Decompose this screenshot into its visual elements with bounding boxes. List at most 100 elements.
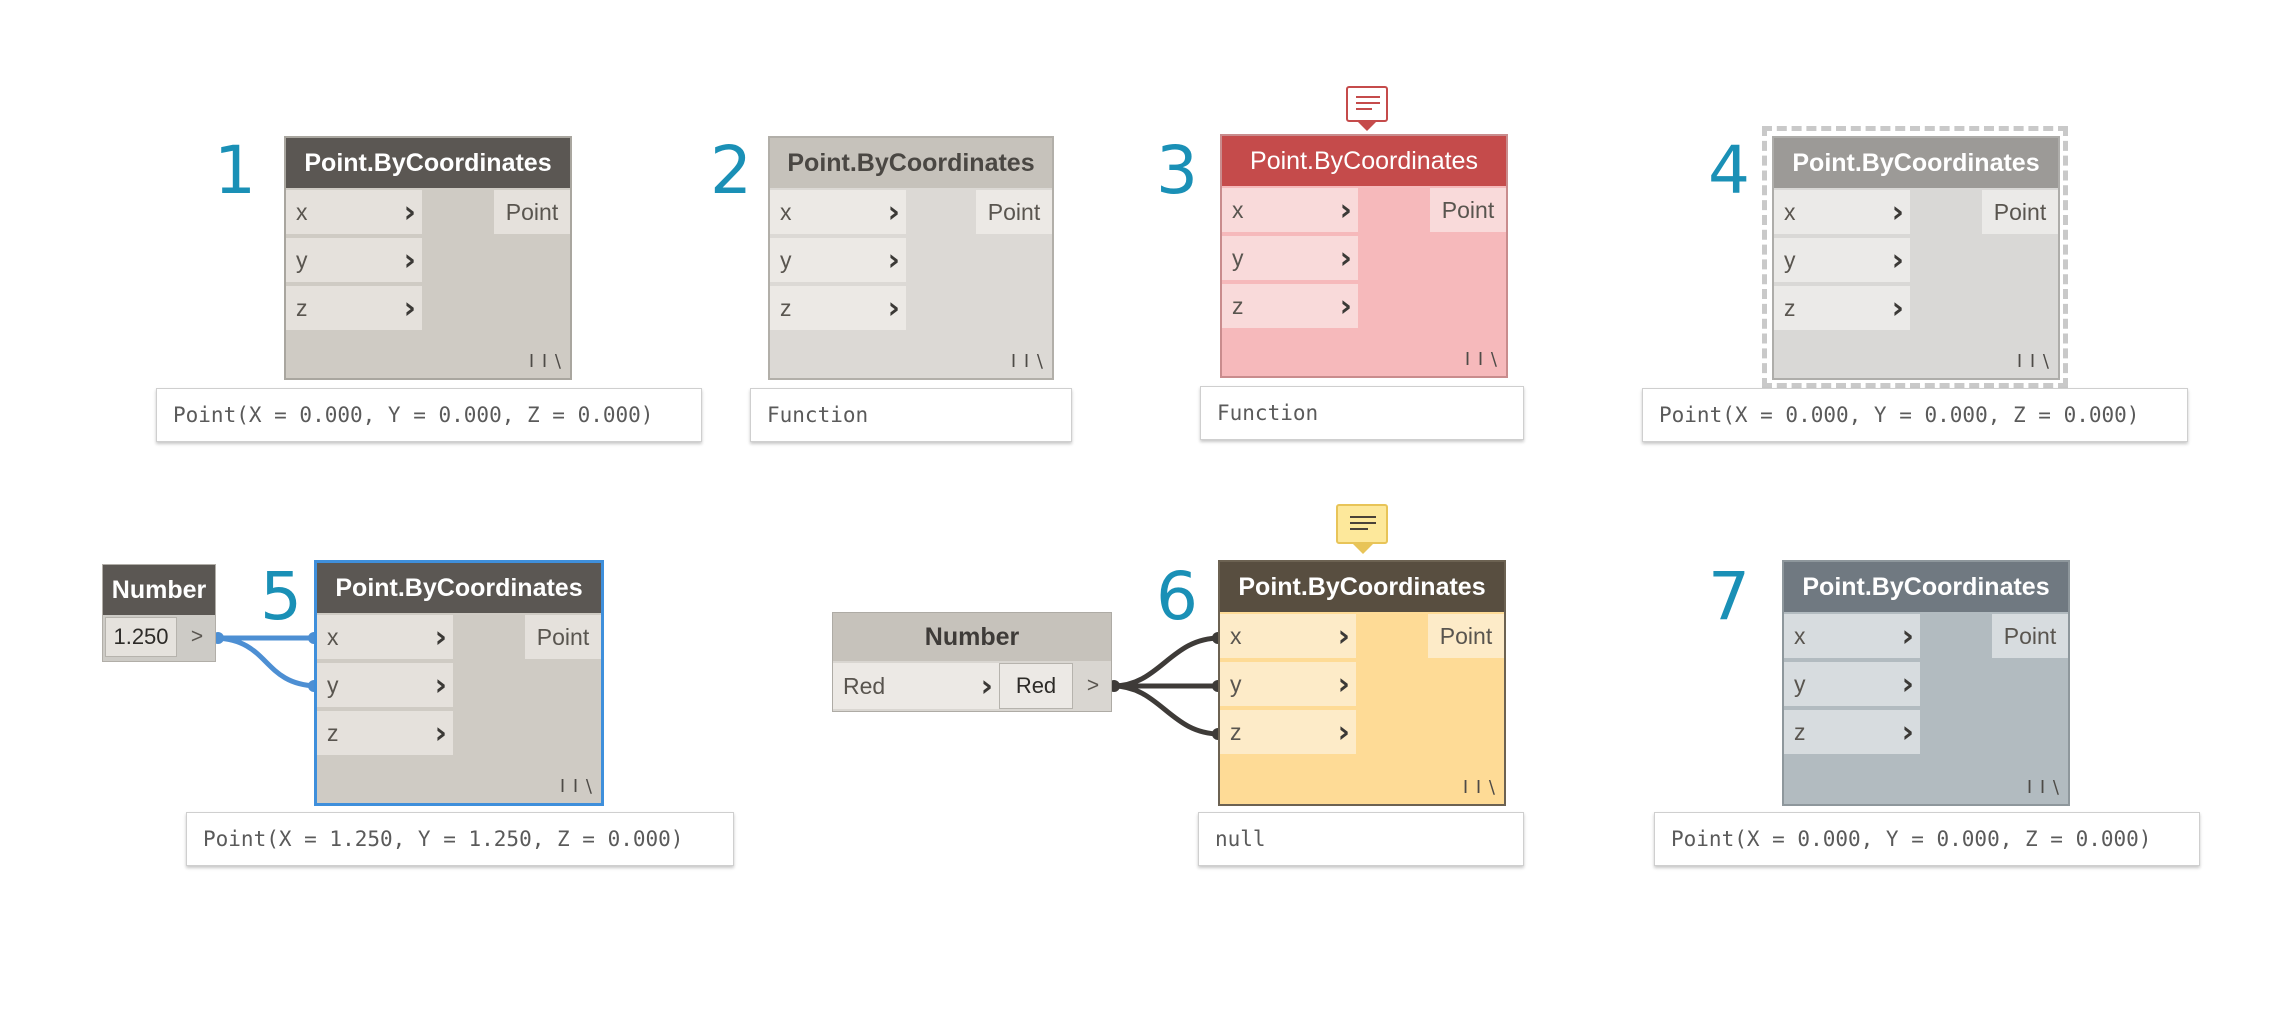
number-input-node[interactable]: Number Red › Red >: [832, 612, 1112, 712]
input-port-x[interactable]: x›: [286, 190, 422, 234]
input-port-red[interactable]: Red ›: [833, 663, 999, 709]
port-label: y: [1784, 246, 1796, 273]
wire-number-to-y[interactable]: [215, 635, 317, 689]
preview-bubble: Point(X = 0.000, Y = 0.000, Z = 0.000): [156, 388, 702, 442]
node-label-number: 5: [260, 558, 302, 635]
node-label-number: 4: [1708, 132, 1750, 209]
input-port-z[interactable]: z›: [286, 286, 422, 330]
lacing-icon[interactable]: I I \: [559, 776, 593, 797]
input-port-x[interactable]: x›: [1774, 190, 1910, 234]
bubble-pointer: [1351, 542, 1375, 554]
lacing-icon[interactable]: I I \: [2016, 351, 2050, 372]
input-port-y[interactable]: y›: [1220, 662, 1356, 706]
lacing-icon[interactable]: I I \: [1010, 351, 1044, 372]
chevron-right-icon: ›: [1901, 714, 1914, 750]
chevron-right-icon: ›: [403, 242, 416, 278]
chevron-right-icon: ›: [1339, 288, 1352, 324]
port-label: z: [327, 719, 339, 746]
port-label: x: [296, 198, 308, 225]
preview-bubble: Point(X = 1.250, Y = 1.250, Z = 0.000): [186, 812, 734, 866]
chevron-right-icon: ›: [1891, 194, 1904, 230]
port-label: z: [1784, 294, 1796, 321]
output-port-point[interactable]: Point: [1982, 190, 2058, 234]
output-port-point[interactable]: Point: [1992, 614, 2068, 658]
bubble-pointer: [1356, 120, 1378, 131]
node-error[interactable]: Point.ByCoordinates x› y› z› Point I I \: [1220, 134, 1508, 378]
input-port-y[interactable]: y›: [1222, 236, 1358, 280]
preview-bubble: null: [1198, 812, 1524, 866]
input-port-y[interactable]: y›: [286, 238, 422, 282]
chevron-right-icon: ›: [1337, 714, 1350, 750]
output-port-point[interactable]: Point: [976, 190, 1052, 234]
chevron-right-icon: ›: [403, 290, 416, 326]
output-port-point[interactable]: Point: [1428, 614, 1504, 658]
input-port-z[interactable]: z›: [317, 711, 453, 755]
bubble-line: [1350, 522, 1376, 524]
chevron-right-icon: ›: [434, 667, 447, 703]
chevron-right-icon: ›: [434, 715, 447, 751]
chevron-right-icon: ›: [1901, 666, 1914, 702]
node-default[interactable]: Point.ByCoordinates x› y› z› Point I I \: [284, 136, 572, 380]
bubble-line: [1356, 96, 1380, 98]
input-port-z[interactable]: z›: [1222, 284, 1358, 328]
chevron-right-icon: ›: [887, 290, 900, 326]
chevron-right-icon: ›: [887, 194, 900, 230]
preview-bubble: Function: [1200, 386, 1524, 440]
node-title: Point.ByCoordinates: [1222, 136, 1506, 186]
input-port-x[interactable]: x›: [1784, 614, 1920, 658]
node-title: Number: [833, 613, 1111, 661]
chevron-right-icon: ›: [434, 619, 447, 655]
lacing-icon[interactable]: I I \: [2026, 777, 2060, 798]
warning-comment-icon[interactable]: [1336, 504, 1388, 544]
bubble-line: [1350, 528, 1368, 530]
output-port-point[interactable]: Point: [1430, 188, 1506, 232]
node-title: Point.ByCoordinates: [770, 138, 1052, 188]
lacing-icon[interactable]: I I \: [1464, 349, 1498, 370]
port-label: y: [780, 246, 792, 273]
port-label: x: [780, 198, 792, 225]
input-port-y[interactable]: y›: [770, 238, 906, 282]
port-label: y: [1230, 670, 1242, 697]
input-port-z[interactable]: z›: [1220, 710, 1356, 754]
port-label: y: [1232, 244, 1244, 271]
wire-red-to-z[interactable]: [1112, 683, 1221, 737]
node-warning[interactable]: Point.ByCoordinates x› y› z› Point I I \: [1218, 560, 1506, 806]
input-port-z[interactable]: z›: [1774, 286, 1910, 330]
node-frozen[interactable]: Point.ByCoordinates x› y› z› Point I I \: [1782, 560, 2070, 806]
input-port-y[interactable]: y›: [1784, 662, 1920, 706]
node-title: Point.ByCoordinates: [286, 138, 570, 188]
error-comment-icon[interactable]: [1346, 86, 1388, 122]
input-port-x[interactable]: x›: [1222, 188, 1358, 232]
number-value-field[interactable]: 1.250: [105, 617, 177, 657]
output-port-point[interactable]: Point: [494, 190, 570, 234]
port-label: x: [1794, 622, 1806, 649]
input-port-x[interactable]: x›: [770, 190, 906, 234]
node-inactive[interactable]: Point.ByCoordinates x› y› z› Point I I \: [768, 136, 1054, 380]
node-label-number: 2: [710, 132, 752, 209]
chevron-right-icon: ›: [403, 194, 416, 230]
node-title: Point.ByCoordinates: [1784, 562, 2068, 612]
node-preview-off[interactable]: Point.ByCoordinates x› y› z› Point I I \: [1772, 136, 2060, 380]
input-port-z[interactable]: z›: [1784, 710, 1920, 754]
port-label: z: [780, 294, 792, 321]
wire-red-to-x[interactable]: [1112, 635, 1221, 689]
chevron-right-icon: ›: [980, 668, 993, 704]
input-port-z[interactable]: z›: [770, 286, 906, 330]
input-port-x[interactable]: x›: [317, 615, 453, 659]
input-port-x[interactable]: x›: [1220, 614, 1356, 658]
node-title: Point.ByCoordinates: [317, 563, 601, 613]
output-port-arrow[interactable]: >: [190, 625, 204, 648]
input-port-y[interactable]: y›: [1774, 238, 1910, 282]
port-label: x: [1230, 622, 1242, 649]
input-port-y[interactable]: y›: [317, 663, 453, 707]
number-value-field[interactable]: Red: [999, 663, 1073, 709]
output-port-point[interactable]: Point: [525, 615, 601, 659]
chevron-right-icon: ›: [1901, 618, 1914, 654]
output-port-arrow[interactable]: >: [1086, 674, 1100, 697]
lacing-icon[interactable]: I I \: [1462, 777, 1496, 798]
number-input-node[interactable]: Number 1.250 >: [102, 564, 216, 662]
node-selected[interactable]: Point.ByCoordinates x› y› z› Point I I \: [314, 560, 604, 806]
port-label: x: [1784, 198, 1796, 225]
chevron-right-icon: ›: [1337, 618, 1350, 654]
lacing-icon[interactable]: I I \: [528, 351, 562, 372]
